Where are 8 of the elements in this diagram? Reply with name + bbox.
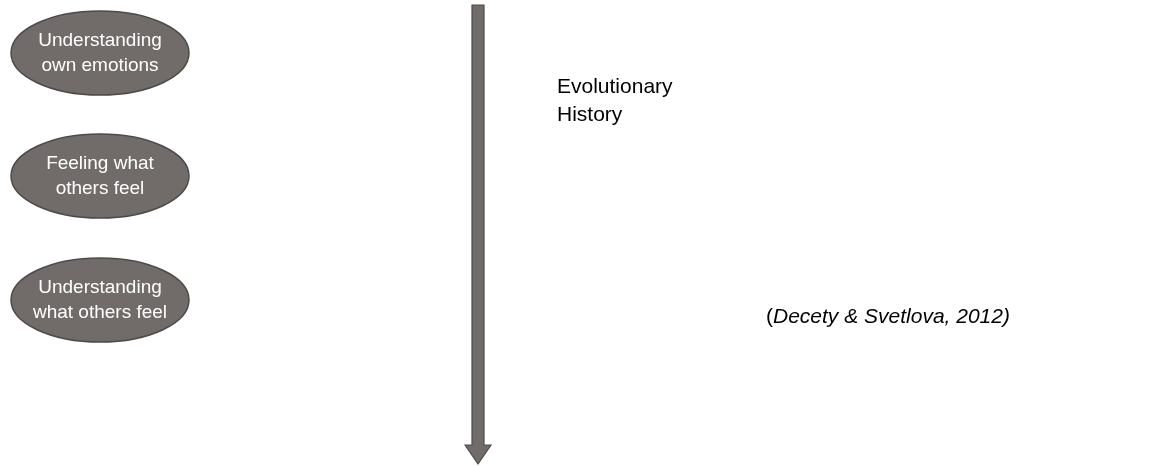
- citation: (Decety & Svetlova, 2012): [766, 303, 1010, 329]
- ellipse-node: [10, 10, 190, 96]
- node-text: Feeling what others feel: [45, 151, 155, 200]
- ellipse-node: [10, 133, 190, 219]
- axis-label: Evolutionary History: [557, 73, 674, 128]
- node-text: Understanding own emotions: [37, 28, 163, 77]
- node-text: Understanding what others feel: [31, 275, 169, 324]
- ellipse-node: [10, 257, 190, 343]
